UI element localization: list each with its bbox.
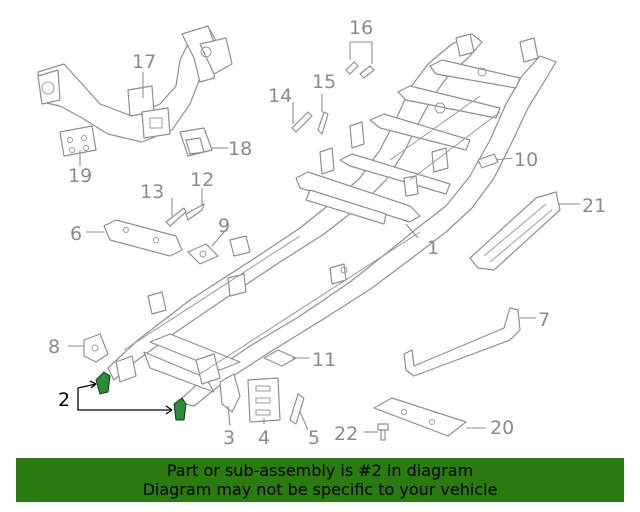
callout-18: 18 xyxy=(228,138,252,160)
callout-1: 1 xyxy=(427,237,439,259)
callout-5: 5 xyxy=(308,427,320,449)
highlighted-part-2[interactable] xyxy=(95,371,187,421)
hitch-receiver-18 xyxy=(179,127,213,157)
info-banner: Part or sub-assembly is #2 in diagram Di… xyxy=(16,458,624,502)
pin-14 xyxy=(291,111,313,133)
clips-16 xyxy=(345,61,375,79)
brace-7 xyxy=(403,307,521,377)
leader-lines xyxy=(68,41,580,433)
callout-20: 20 xyxy=(490,417,514,439)
plate-4 xyxy=(247,377,281,423)
callout-2[interactable]: 2 xyxy=(58,389,70,411)
banner-line-1: Part or sub-assembly is #2 in diagram xyxy=(166,461,474,480)
callout-14: 14 xyxy=(268,85,292,107)
callout-8: 8 xyxy=(48,336,60,358)
mount-9 xyxy=(187,243,219,265)
callout-10: 10 xyxy=(514,149,538,171)
bolt-12 xyxy=(185,203,205,221)
callout-9: 9 xyxy=(218,215,230,237)
callout-12: 12 xyxy=(190,169,214,191)
banner-line-2: Diagram may not be specific to your vehi… xyxy=(142,480,498,499)
bolt-22 xyxy=(377,423,389,441)
pad-10 xyxy=(477,153,499,169)
skid-plate-20 xyxy=(373,397,467,437)
callout-13: 13 xyxy=(140,181,164,203)
callout-15: 15 xyxy=(312,71,336,93)
callout-6: 6 xyxy=(70,223,82,245)
pin-15 xyxy=(317,111,329,135)
hitch-assembly xyxy=(37,25,233,143)
plate-19 xyxy=(59,125,97,157)
bracket-3 xyxy=(219,373,241,413)
callout-22: 22 xyxy=(334,423,358,445)
bracket-6 xyxy=(103,219,183,257)
callout-7: 7 xyxy=(538,309,550,331)
callout-4: 4 xyxy=(258,427,270,449)
callout-labels: 1 2 3 4 5 6 7 8 9 10 11 12 13 14 15 16 1… xyxy=(48,17,606,449)
callout-17: 17 xyxy=(132,51,156,73)
callout-11: 11 xyxy=(312,349,336,371)
bracket-8 xyxy=(83,333,109,363)
bolt-13 xyxy=(165,207,187,227)
callout-19: 19 xyxy=(68,165,92,187)
shim-5 xyxy=(289,393,305,425)
callout-16: 16 xyxy=(349,17,373,39)
frame-assembly xyxy=(107,33,557,407)
callout-3: 3 xyxy=(223,427,235,449)
parts-diagram: 1 2 3 4 5 6 7 8 9 10 11 12 13 14 15 16 1… xyxy=(37,17,606,449)
leader-lines-part-2 xyxy=(77,380,173,415)
callout-21: 21 xyxy=(582,195,606,217)
skid-plate-21 xyxy=(469,191,561,271)
